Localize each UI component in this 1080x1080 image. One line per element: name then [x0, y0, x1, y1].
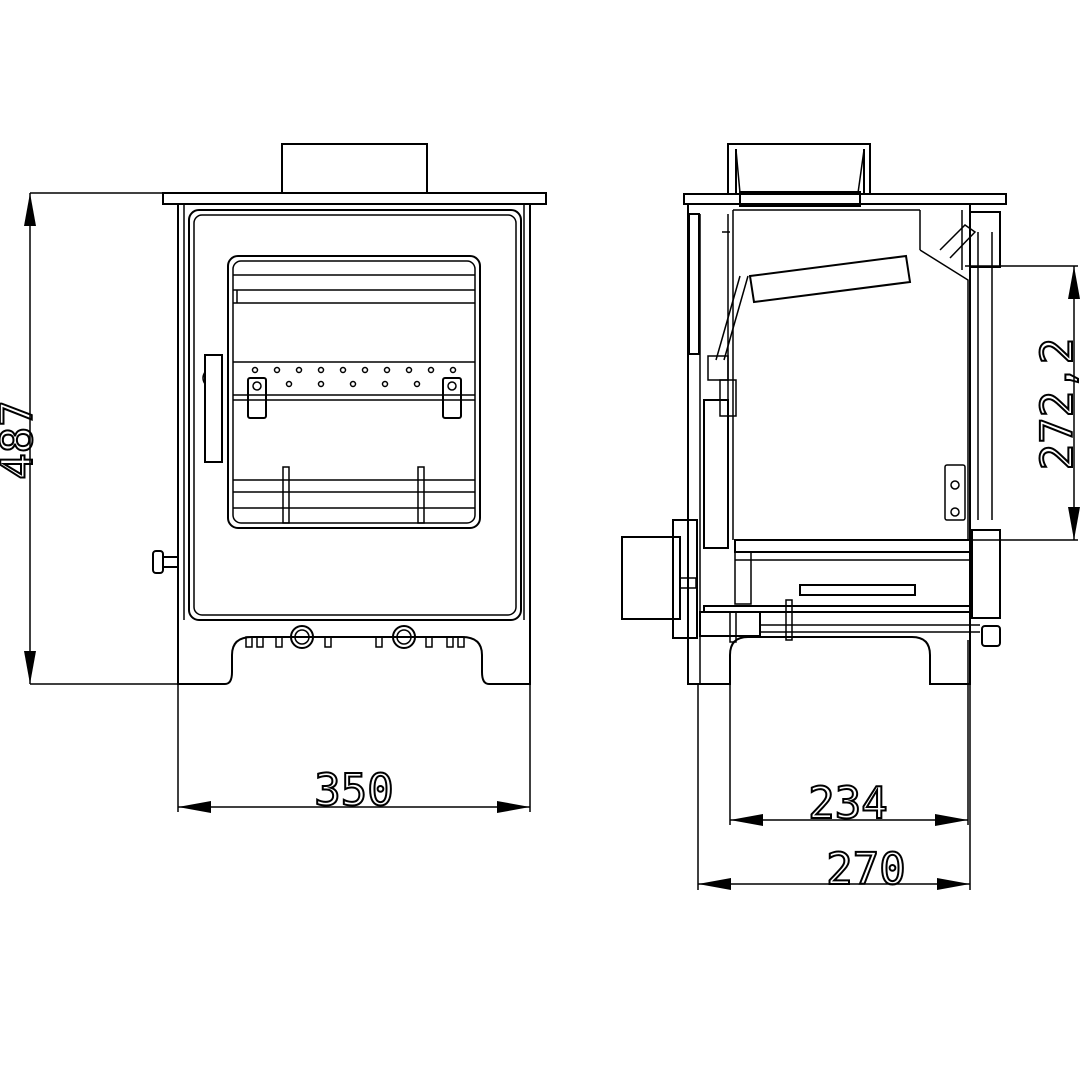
width-label: 350 — [314, 765, 393, 816]
side-flue-collar — [727, 143, 871, 194]
side-view — [621, 143, 1007, 685]
door-frame — [188, 209, 522, 621]
side-door-handle — [621, 536, 681, 620]
baffle-plate — [748, 254, 912, 304]
total-depth-dimension: 270 — [697, 684, 971, 896]
flue-collar — [281, 143, 428, 194]
width-dimension: 350 — [177, 684, 531, 817]
stove-body — [177, 203, 531, 685]
flue-height-label: 272,2 — [1032, 338, 1080, 470]
height-label: 487 — [0, 400, 43, 479]
height-dimension: 487 — [0, 192, 178, 685]
leg-depth-dimension: 234 — [729, 640, 969, 830]
air-control-knob — [152, 550, 179, 574]
ashpan-knob-left — [290, 625, 314, 649]
door-glass — [227, 255, 481, 529]
flue-height-dimension: 272,2 — [965, 265, 1080, 541]
ashpan-knob-right — [392, 625, 416, 649]
leg-depth-label: 234 — [808, 778, 887, 829]
side-body — [687, 203, 971, 685]
door-handle — [204, 354, 223, 463]
total-depth-label: 270 — [826, 844, 905, 895]
top-plate — [162, 192, 547, 205]
air-holes — [233, 361, 475, 401]
front-view — [152, 143, 547, 685]
